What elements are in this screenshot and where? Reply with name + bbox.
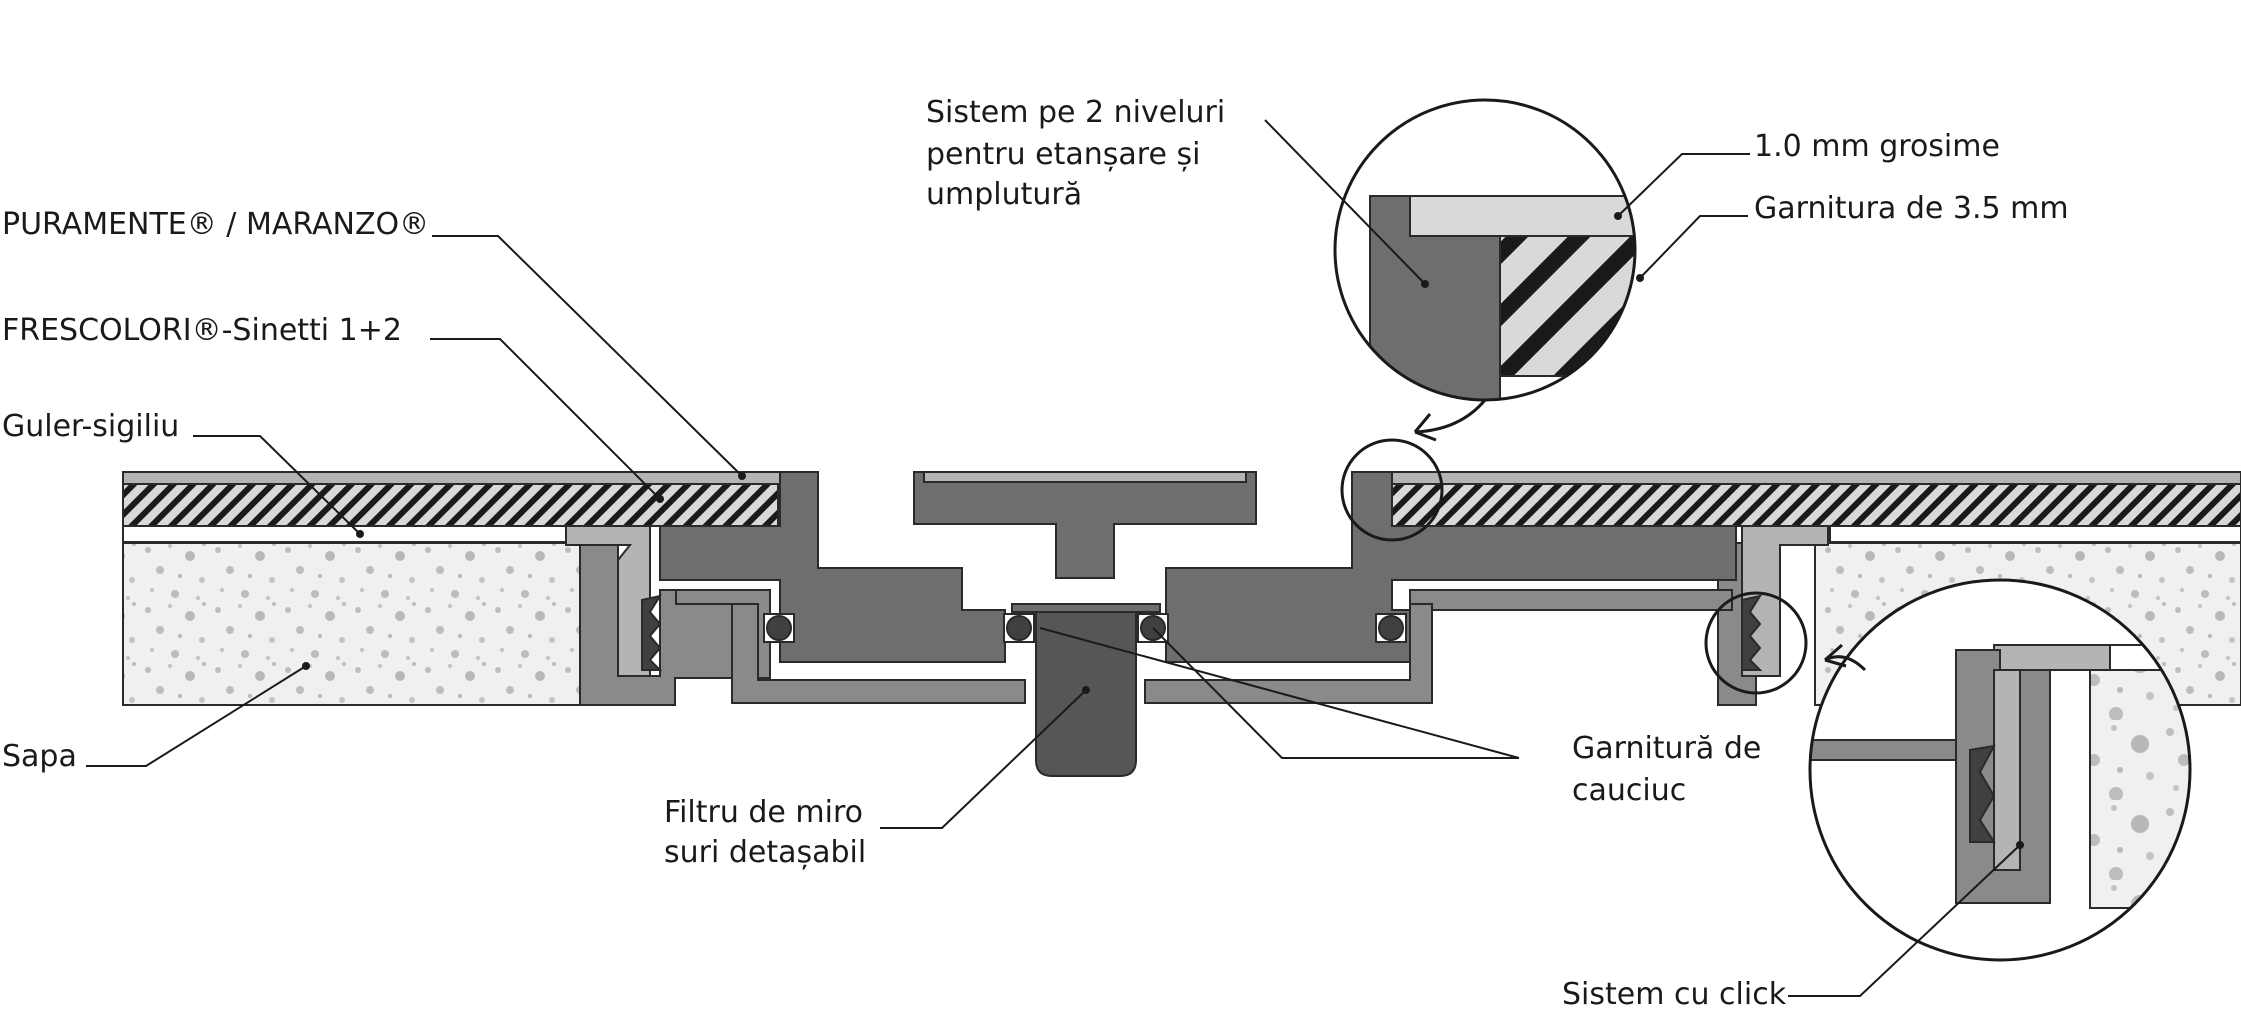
label-sistem-nivel-1: Sistem pe 2 niveluri — [926, 95, 1225, 130]
seal-detail-marker-click — [1704, 591, 1808, 695]
filter-rim — [1011, 603, 1161, 613]
label-grosime: 1.0 mm grosime — [1754, 129, 2000, 164]
click-profile-left — [565, 525, 651, 677]
label-guler: Guler-sigiliu — [2, 409, 179, 444]
tile-left — [122, 471, 814, 485]
adhesive-left — [122, 483, 779, 527]
label-sistem-nivel-3: umplutură — [926, 177, 1082, 212]
leader-lines — [86, 119, 2021, 997]
curved-arrow-icon — [1414, 399, 1487, 434]
label-filtru-2: suri detașabil — [664, 835, 866, 870]
label-sistem-nivel-2: pentru etanșare și — [926, 137, 1200, 172]
inner-frame-right — [1165, 471, 1737, 663]
drain-grate-top — [923, 471, 1247, 483]
seal-detail-marker-top — [1340, 438, 1444, 542]
drain-grate — [913, 471, 1257, 579]
label-garnitura-cauciuc-2: cauciuc — [1572, 773, 1686, 808]
rubber-gasket-4 — [1378, 615, 1404, 641]
rubber-gasket-2 — [1006, 615, 1032, 641]
label-frescolori: FRESCOLORI®-Sinetti 1+2 — [2, 313, 402, 348]
label-sistem-click: Sistem cu click — [1562, 977, 1787, 1012]
rubber-gaskets — [763, 613, 1407, 643]
click-teeth-right — [1741, 594, 1763, 671]
label-sapa: Sapa — [2, 739, 77, 774]
label-filtru-1: Filtru de miro — [664, 795, 863, 830]
screed-left — [122, 542, 581, 706]
labels: PURAMENTE® / MARANZO® FRESCOLORI®-Sinett… — [2, 95, 2069, 1012]
rubber-gasket-1 — [766, 615, 792, 641]
inner-frame-left — [659, 471, 1006, 663]
click-profile-right — [1741, 525, 1829, 677]
tile-right — [1361, 471, 2241, 485]
adhesive-right — [1391, 483, 2241, 527]
click-teeth-left — [641, 594, 663, 671]
sealing-collar-right — [1829, 525, 2241, 543]
label-garnitura-cauciuc-1: Garnitură de — [1572, 731, 1761, 766]
lower-tray-right — [1144, 589, 1733, 704]
label-puramente: PURAMENTE® / MARANZO® — [2, 207, 429, 242]
zoom-detail-thickness — [1333, 98, 1644, 402]
label-garnitura-35: Garnitura de 3.5 mm — [1754, 191, 2069, 226]
